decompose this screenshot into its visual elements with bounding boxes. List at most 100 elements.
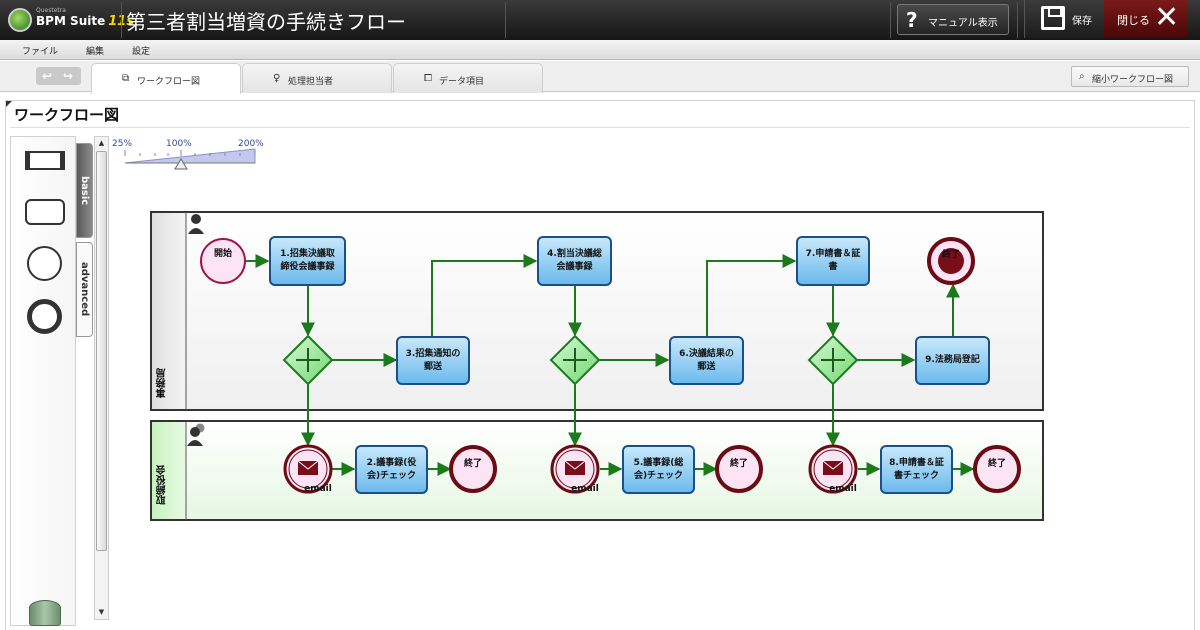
lane-label-board: 取締役会 <box>157 465 168 505</box>
palette-start-event-shape[interactable] <box>27 246 62 281</box>
zoom-label-mid: 100% <box>166 139 192 149</box>
manual-label: マニュアル表示 <box>928 18 998 29</box>
palette-tab-advanced[interactable]: advanced <box>76 242 93 337</box>
task-7[interactable] <box>796 236 870 286</box>
task-4-label: 4.割当決議総会議事録 <box>547 249 602 272</box>
end-event[interactable] <box>715 445 763 493</box>
end-event-label: 終了 <box>463 459 482 469</box>
end-event-label: 終了 <box>729 459 748 469</box>
panel-title: ワークフロー図 <box>14 106 120 124</box>
title-bar: Questetra BPM Suite11s 第三者割当増資の手続きフロー ? … <box>0 0 1200 40</box>
message-event[interactable] <box>283 444 333 494</box>
redo-icon[interactable]: ↪ <box>63 69 74 83</box>
end-event[interactable] <box>973 445 1021 493</box>
tab-workflow[interactable]: ⧉ ワークフロー図 <box>91 63 241 94</box>
divider <box>121 2 122 38</box>
end-events <box>449 237 1021 493</box>
palette-scrollbar[interactable]: ▲ ▼ <box>94 136 109 620</box>
task-8[interactable] <box>880 445 953 494</box>
mini-workflow-button[interactable]: ⌕ 縮小ワークフロー図 <box>1071 66 1189 87</box>
save-button[interactable]: 保存 <box>1024 0 1104 38</box>
task-2[interactable] <box>355 445 428 494</box>
task-4[interactable] <box>537 236 612 286</box>
menu-file[interactable]: ファイル <box>22 47 59 57</box>
workflow-icon: ⧉ <box>122 73 130 84</box>
menu-bar: ファイル 編集 設定 <box>0 40 1200 60</box>
help-icon: ? <box>906 8 918 32</box>
task-6[interactable] <box>669 336 744 385</box>
end-event[interactable] <box>449 445 497 493</box>
task-6-label: 6.決議結果の郵送 <box>679 349 734 372</box>
person-icon <box>188 214 204 234</box>
group-icon <box>187 423 205 446</box>
email-label: email <box>304 484 332 494</box>
palette-task-shape[interactable] <box>25 199 65 225</box>
zoom-label-max: 200% <box>238 139 264 149</box>
terminate-end-event[interactable] <box>927 237 975 285</box>
gateways <box>282 334 859 386</box>
divider <box>10 127 1190 128</box>
scroll-down-icon[interactable]: ▼ <box>98 608 105 616</box>
menu-settings[interactable]: 設定 <box>132 47 151 57</box>
save-icon <box>1041 6 1065 30</box>
email-events <box>283 444 858 494</box>
trash-icon[interactable] <box>29 600 61 626</box>
zoom-slider[interactable] <box>124 148 256 170</box>
zoom-icon: ⌕ <box>1079 71 1085 82</box>
task-1[interactable] <box>269 236 346 286</box>
task-9[interactable] <box>915 336 990 385</box>
close-icon: ✕ <box>1154 0 1180 35</box>
task-2-label: 2.議事録(役会)チェック <box>366 458 417 481</box>
tab-assignee[interactable]: ♀ 処理担当者 <box>242 63 392 93</box>
tab-label: データ項目 <box>439 77 485 87</box>
palette-subprocess-shape[interactable] <box>25 151 65 170</box>
manual-button[interactable]: ? マニュアル表示 <box>897 4 1009 35</box>
mini-workflow-label: 縮小ワークフロー図 <box>1092 75 1174 85</box>
divider <box>890 2 891 38</box>
task-1-label: 1.招集決議取締役会議事録 <box>280 249 335 272</box>
page-title: 第三者割当増資の手続きフロー <box>126 10 406 34</box>
tab-label: ワークフロー図 <box>137 77 201 87</box>
person-icon: ♀ <box>273 73 281 84</box>
parallel-gateway[interactable] <box>282 334 334 386</box>
menu-edit[interactable]: 編集 <box>86 47 105 57</box>
parallel-gateway[interactable] <box>807 334 859 386</box>
start-event-label: 開始 <box>213 249 232 259</box>
scroll-thumb[interactable] <box>96 151 107 551</box>
message-event[interactable] <box>550 444 600 494</box>
tab-data-items[interactable]: ⧠ データ項目 <box>393 63 543 93</box>
lane-label-secretariat: 事務局 <box>157 368 168 398</box>
undo-redo-group: ↩ ↪ <box>36 67 81 85</box>
undo-icon[interactable]: ↩ <box>42 69 53 83</box>
email-label: email <box>829 484 857 494</box>
tasks <box>269 236 990 494</box>
email-label: email <box>571 484 599 494</box>
palette-tab-basic[interactable]: basic <box>76 143 93 238</box>
logo-company: Questetra <box>36 7 66 14</box>
close-button[interactable]: 閉じる ✕ <box>1104 0 1188 38</box>
task-5-label: 5.議事録(総会)チェック <box>633 458 684 481</box>
app-logo: Questetra BPM Suite11s <box>8 7 134 33</box>
tab-label: 処理担当者 <box>288 77 334 87</box>
terminate-end-label: 終了 <box>941 250 960 260</box>
copy-icon: ⧠ <box>424 73 432 84</box>
logo-icon <box>8 8 32 32</box>
sequence-flows <box>246 254 975 476</box>
palette-end-event-shape[interactable] <box>27 299 62 334</box>
tab-bar: ↩ ↪ ⧉ ワークフロー図 ♀ 処理担当者 ⧠ データ項目 ⌕ 縮小ワークフロー… <box>0 61 1200 94</box>
task-5[interactable] <box>622 445 695 494</box>
task-9-label: 9.法務局登記 <box>925 355 980 365</box>
start-event[interactable] <box>200 238 246 284</box>
divider <box>505 2 506 38</box>
task-7-label: 7.申請書＆証書 <box>805 249 861 272</box>
close-label: 閉じる <box>1117 14 1150 27</box>
zoom-slider-thumb <box>174 158 188 170</box>
end-event-label: 終了 <box>987 459 1006 469</box>
task-3[interactable] <box>396 336 470 385</box>
parallel-gateway[interactable] <box>549 334 601 386</box>
message-event[interactable] <box>808 444 858 494</box>
collapse-icon[interactable] <box>6 101 12 107</box>
scroll-up-icon[interactable]: ▲ <box>98 139 105 147</box>
task-8-label: 8.申請書＆証書チェック <box>889 458 944 481</box>
